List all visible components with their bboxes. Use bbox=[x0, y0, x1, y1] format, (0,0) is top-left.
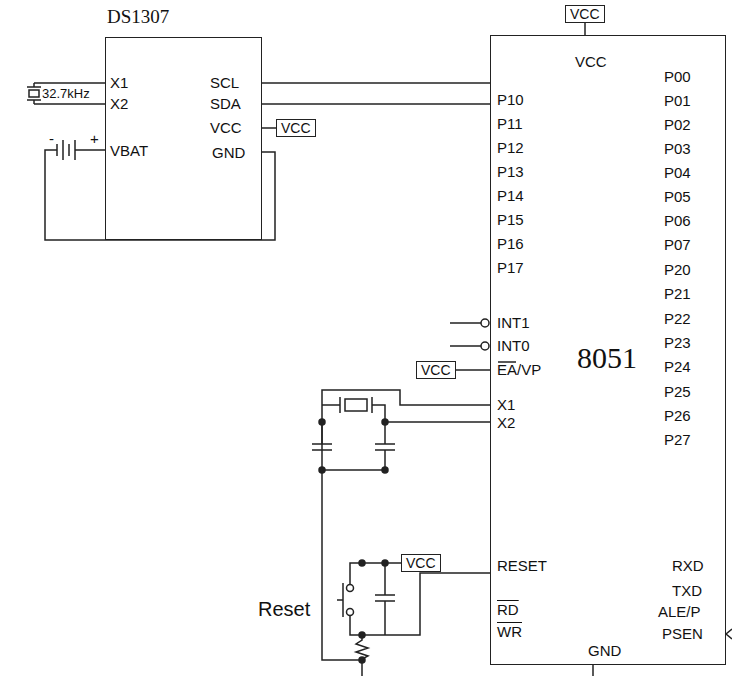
pin-name: VBAT bbox=[110, 142, 148, 159]
wire bbox=[262, 82, 490, 84]
reset-circuit bbox=[337, 560, 490, 663]
pin-name: PSEN bbox=[662, 625, 703, 642]
pin-name: P14 bbox=[497, 187, 524, 204]
power-box: VCC bbox=[565, 5, 605, 23]
node-text: VCC bbox=[421, 362, 451, 378]
pin-name: P17 bbox=[497, 259, 524, 276]
pin-name: P20 bbox=[664, 261, 691, 278]
wire bbox=[584, 23, 586, 35]
psen-mark bbox=[726, 629, 732, 639]
chip-body: DS1307 bbox=[105, 37, 262, 240]
pin-name: P27 bbox=[664, 431, 691, 448]
pin-name: P04 bbox=[664, 164, 691, 181]
pin-name: INT0 bbox=[497, 337, 530, 354]
pin-name: P02 bbox=[664, 116, 691, 133]
oscillator-circuit bbox=[312, 390, 490, 676]
wire bbox=[262, 127, 276, 129]
node-text: VCC bbox=[281, 120, 311, 136]
pin-name: RXD bbox=[672, 557, 704, 574]
pin-name: P00 bbox=[664, 68, 691, 85]
node-text: 8051 bbox=[577, 341, 637, 375]
wire bbox=[456, 369, 490, 371]
wire bbox=[262, 103, 490, 105]
interrupt-inputs bbox=[450, 319, 489, 350]
node-text: VCC bbox=[570, 6, 600, 22]
pin-name: P13 bbox=[497, 163, 524, 180]
polarity-sign: - bbox=[49, 130, 54, 147]
pin-name: P03 bbox=[664, 140, 691, 157]
power-box: VCC bbox=[276, 119, 316, 137]
pin-name: P05 bbox=[664, 188, 691, 205]
pin-name: X2 bbox=[110, 95, 128, 112]
pin-name: SDA bbox=[210, 95, 241, 112]
node-text: VCC bbox=[406, 555, 436, 571]
pin-name: VCC bbox=[575, 53, 607, 70]
ground-wire bbox=[592, 665, 594, 676]
pin-name: RD bbox=[497, 601, 519, 618]
button-label: Reset bbox=[258, 598, 310, 620]
crystal-symbol bbox=[27, 83, 105, 104]
pin-name: P15 bbox=[497, 211, 524, 228]
power-box: VCC bbox=[401, 554, 441, 572]
pin-name: X1 bbox=[497, 396, 515, 413]
pin-name: P16 bbox=[497, 235, 524, 252]
pin-name: GND bbox=[212, 144, 245, 161]
node-text: DS1307 bbox=[107, 6, 169, 28]
pin-name: ALE/P bbox=[658, 603, 701, 620]
pin-name: P06 bbox=[664, 212, 691, 229]
pin-name: P26 bbox=[664, 407, 691, 424]
pin-name: P25 bbox=[664, 383, 691, 400]
pin-name: X2 bbox=[497, 414, 515, 431]
frequency-label: 32.7kHz bbox=[42, 86, 90, 101]
pin-name: WR bbox=[497, 623, 522, 640]
pin-name: P01 bbox=[664, 92, 691, 109]
power-box: VCC bbox=[416, 361, 456, 379]
pin-name: INT1 bbox=[497, 314, 530, 331]
pin-name: P11 bbox=[497, 115, 523, 132]
battery-symbol bbox=[45, 140, 275, 240]
pin-name: X1 bbox=[110, 74, 128, 91]
pin-name: SCL bbox=[210, 74, 239, 91]
pin-name: P24 bbox=[664, 358, 691, 375]
pin-name: P23 bbox=[664, 334, 691, 351]
pin-name: EA/VP bbox=[497, 361, 541, 378]
pin-name: RESET bbox=[497, 557, 547, 574]
pin-name: P21 bbox=[664, 285, 691, 302]
pin-name: P10 bbox=[497, 91, 524, 108]
pin-name: TXD bbox=[672, 582, 702, 599]
pin-name: P07 bbox=[664, 236, 691, 253]
pin-name: P12 bbox=[497, 139, 524, 156]
polarity-sign: + bbox=[90, 130, 99, 147]
pin-name: GND bbox=[588, 642, 621, 659]
pin-name: VCC bbox=[210, 119, 242, 136]
pin-name: P22 bbox=[664, 310, 691, 327]
